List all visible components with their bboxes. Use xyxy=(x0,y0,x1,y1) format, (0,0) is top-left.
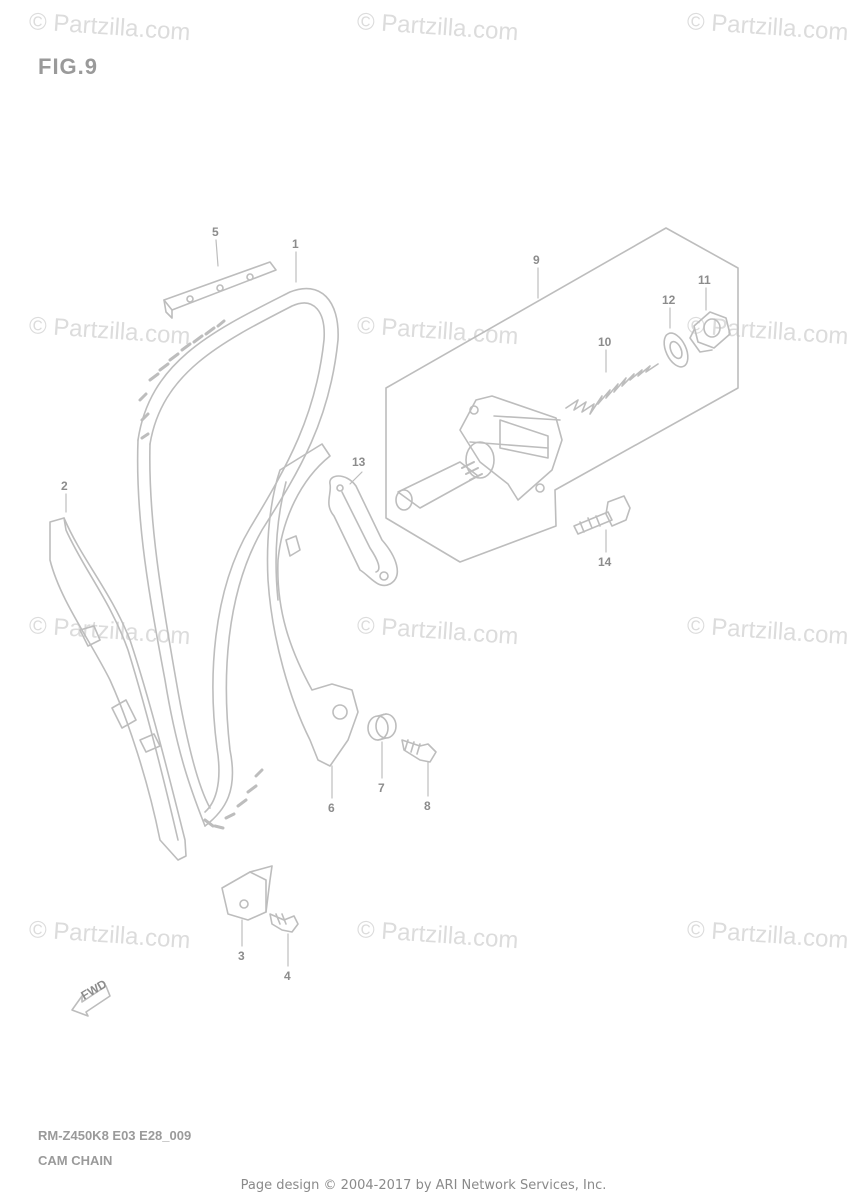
footer-copyright: Page design © 2004-2017 by ARI Network S… xyxy=(240,1178,607,1193)
model-code: RM-Z450K8 E03 E28_009 xyxy=(38,1128,192,1143)
fwd-direction-arrow xyxy=(71,985,111,1017)
part-6-tensioner-guide xyxy=(266,443,359,767)
figure-caption: CAM CHAIN xyxy=(38,1153,113,1168)
callout-10: 10 xyxy=(598,335,612,349)
part-9-tensioner-assembly xyxy=(385,227,739,563)
part-7-bushing xyxy=(367,713,397,741)
callout-5: 5 xyxy=(212,225,219,239)
leader-lines xyxy=(65,239,707,967)
part-12-washer xyxy=(663,332,689,368)
part-14-bolt xyxy=(573,495,631,535)
callout-13: 13 xyxy=(352,455,366,469)
callout-1: 1 xyxy=(292,237,299,251)
figure-title: FIG.9 xyxy=(38,54,99,79)
part-11-cap-bolt xyxy=(689,311,731,353)
callout-4: 4 xyxy=(284,969,291,983)
part-4-bolt xyxy=(269,913,299,933)
callout-2: 2 xyxy=(61,479,68,493)
callout-14: 14 xyxy=(598,555,612,569)
callout-9: 9 xyxy=(533,253,540,267)
callout-7: 7 xyxy=(378,781,385,795)
part-5-guide-plate xyxy=(163,261,277,319)
callout-numbers: 1 2 3 4 5 6 7 8 9 10 11 12 13 14 FWD xyxy=(61,225,711,1003)
part-2-chain-guide xyxy=(49,517,187,861)
part-10-spring xyxy=(565,363,659,415)
part-3-guide-bracket xyxy=(221,865,273,921)
part-1-cam-chain xyxy=(136,287,339,830)
part-8-bolt xyxy=(401,739,437,763)
callout-11: 11 xyxy=(698,273,711,287)
callout-6: 6 xyxy=(328,801,335,815)
callout-8: 8 xyxy=(424,799,431,813)
callout-3: 3 xyxy=(238,949,245,963)
callout-12: 12 xyxy=(662,293,676,307)
part-13-gasket xyxy=(328,475,399,587)
